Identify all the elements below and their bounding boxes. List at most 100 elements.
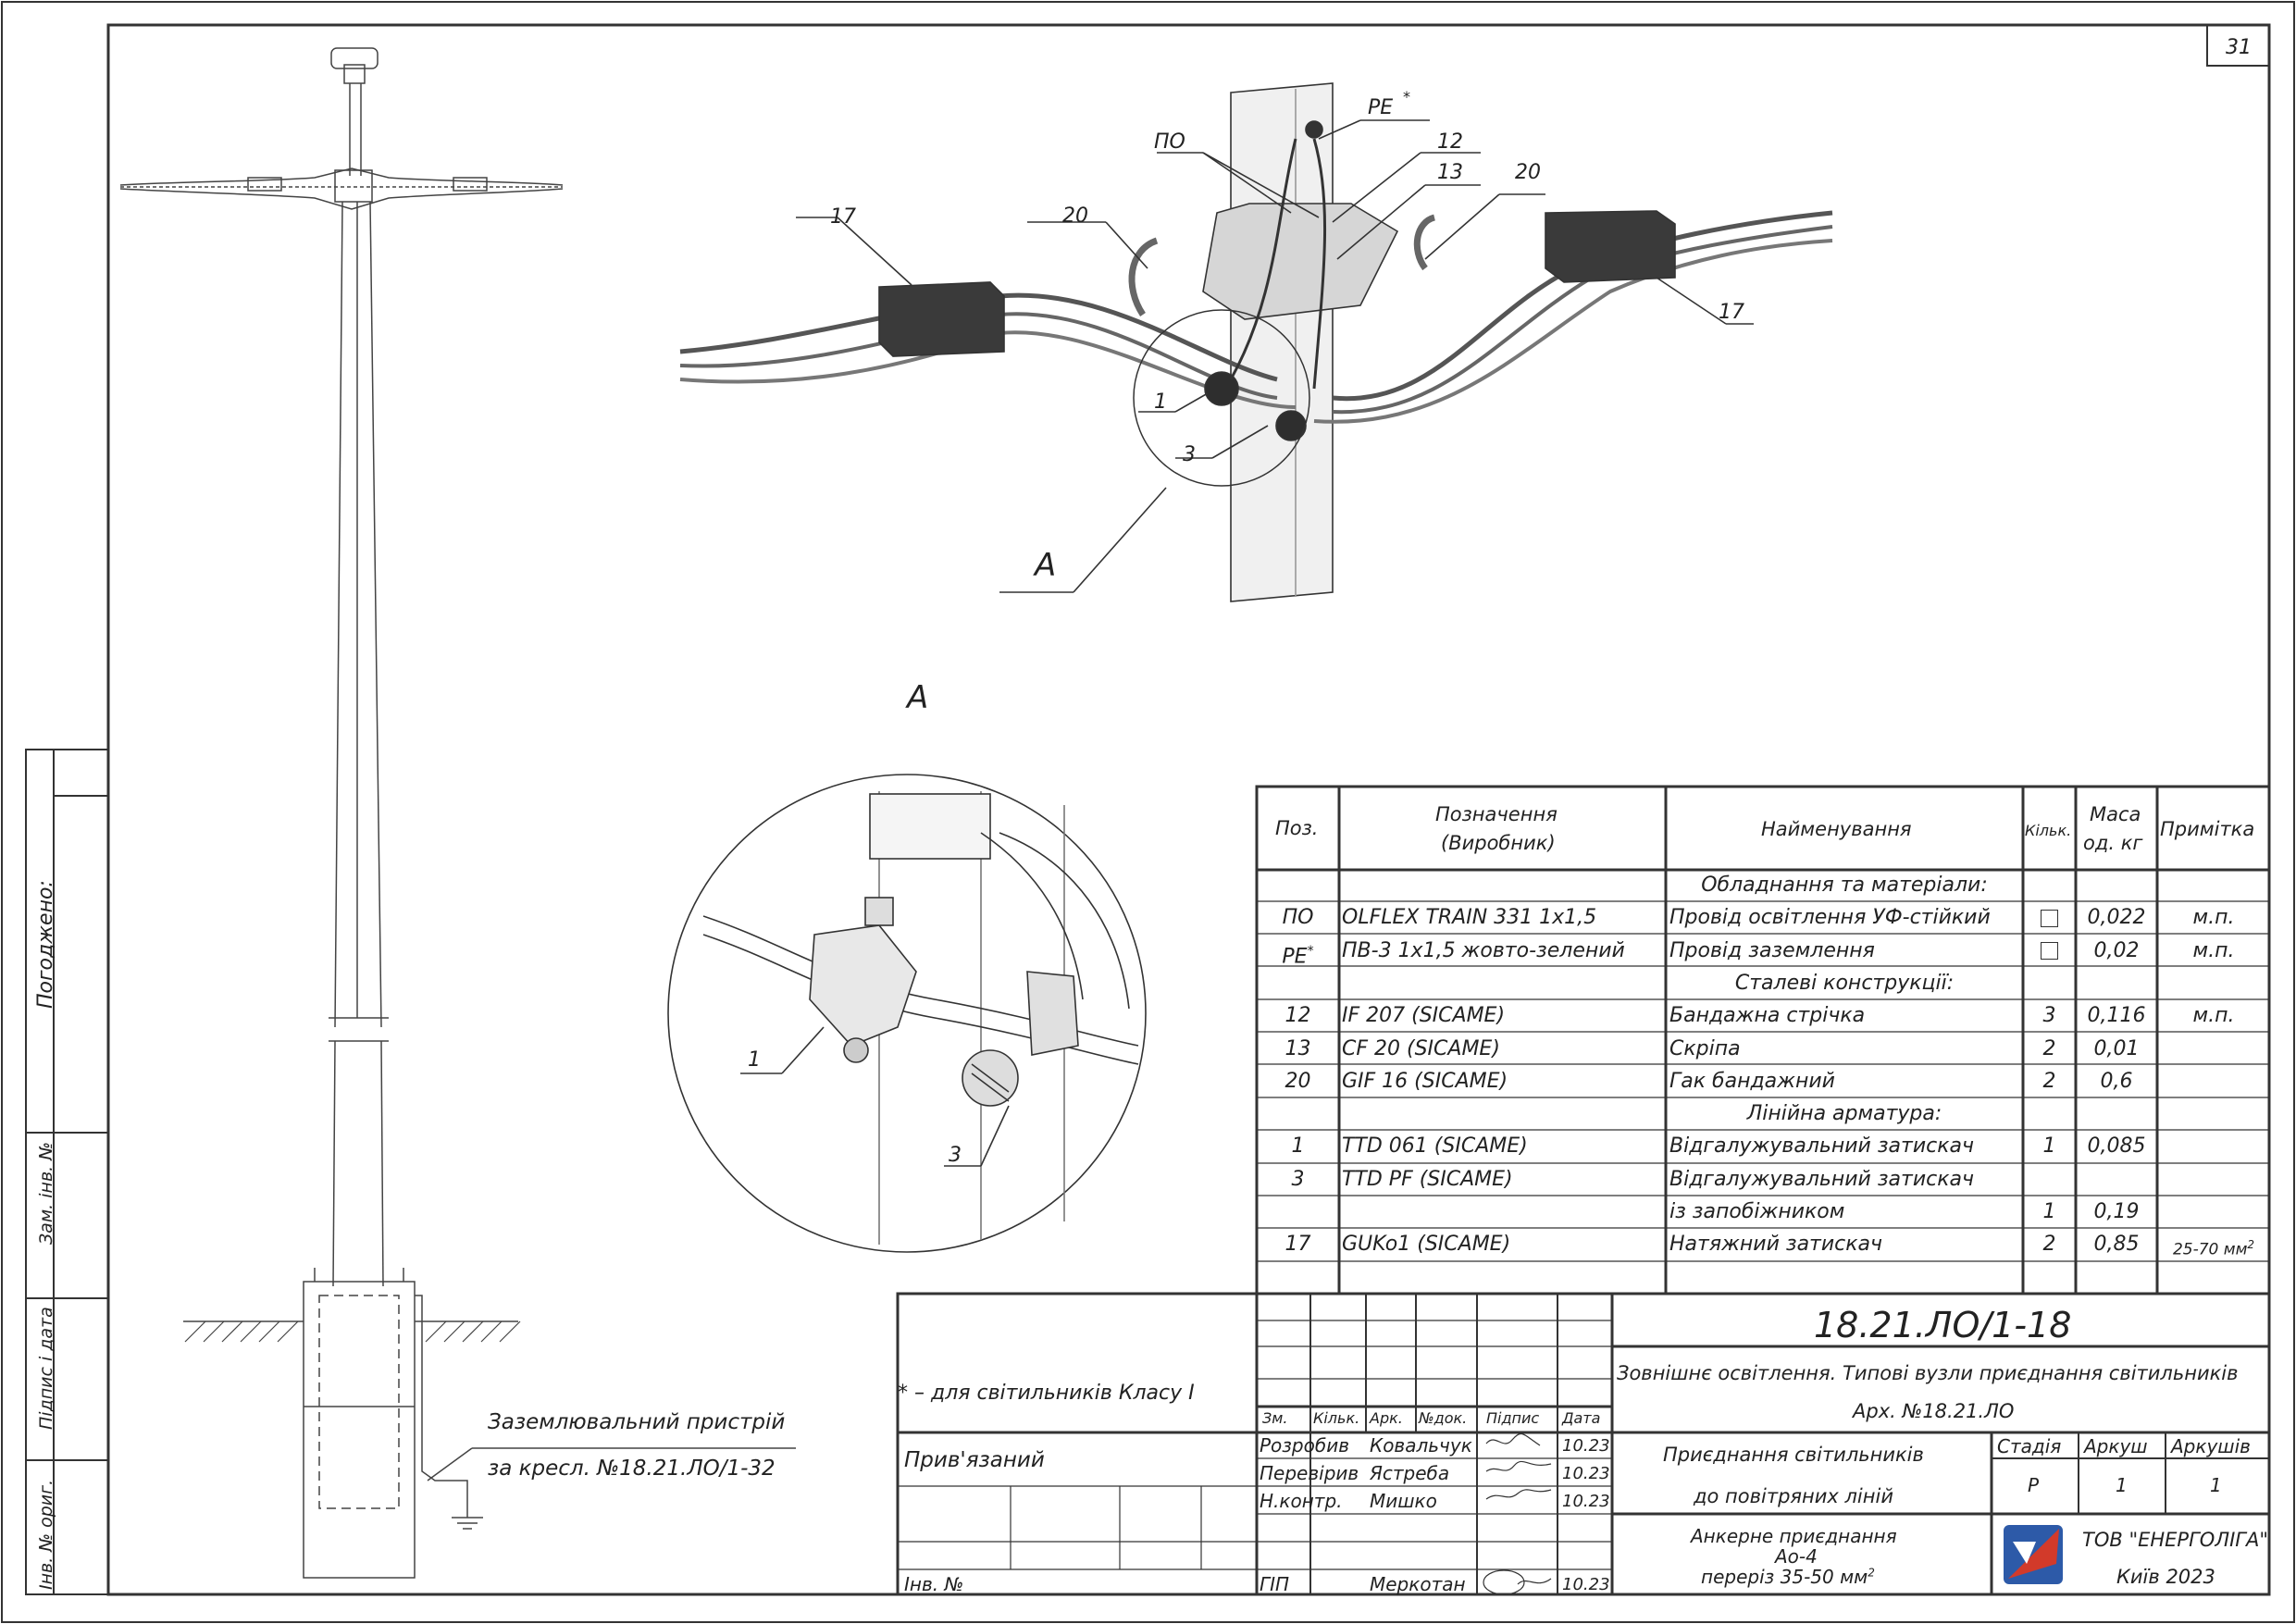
checkbox-square-icon <box>2041 942 2058 961</box>
spec-row-qty: 1 <box>2042 1134 2056 1159</box>
callout-12: 12 <box>1437 130 1463 154</box>
grounding-note-line1: Заземлювальний пристрій <box>488 1410 786 1434</box>
stage-label: Стадія <box>1997 1435 2062 1457</box>
archive-number: Арх. №18.21.ЛО <box>1853 1400 2015 1422</box>
spec-row-name: Відгалужувальний затискач <box>1669 1167 1974 1191</box>
spec-row-name: Скріпа <box>1669 1036 1741 1060</box>
name-developer: Ковальчук <box>1370 1434 1472 1457</box>
spec-row-designation: CF 20 (SICAME) <box>1342 1036 1500 1060</box>
sheets-label: Аркушів <box>2171 1435 2251 1457</box>
spec-header-qty: Кільк. <box>2025 822 2072 839</box>
sheet-name-line1: Приєднання світильників <box>1663 1444 1924 1466</box>
drawing-line3-sup: 2 <box>1868 1566 1875 1580</box>
tb-col-sheet: Арк. <box>1370 1409 1403 1427</box>
strip-inv-orig: Інв. № ориг. <box>36 1480 56 1590</box>
inner-frame <box>106 23 2271 1596</box>
role-checker: Перевірив <box>1260 1462 1359 1484</box>
spec-row-qty-checkbox <box>2023 936 2076 967</box>
callout-17-left: 17 <box>830 205 856 229</box>
pole-elevation <box>119 47 796 1579</box>
spec-row-pos: 13 <box>1285 1036 1311 1060</box>
spec-row-pos: 20 <box>1285 1069 1311 1093</box>
checkbox-square-icon <box>2041 909 2058 927</box>
spec-row-name: Бандажна стрічка <box>1669 1004 1866 1028</box>
callout-17-right: 17 <box>1719 301 1744 324</box>
spec-row-name: Гак бандажний <box>1669 1069 1835 1093</box>
spec-row-qty-checkbox <box>2023 902 2076 934</box>
spec-section-header: Лінійна арматура: <box>1746 1102 1942 1126</box>
spec-row-name: Відгалужувальний затискач <box>1669 1134 1974 1159</box>
spec-row-mass: 0,85 <box>2093 1233 2140 1257</box>
spec-row-qty: 2 <box>2042 1069 2056 1093</box>
spec-row-qty: 2 <box>2042 1036 2056 1060</box>
spec-row-note: м.п. <box>2192 906 2235 930</box>
callout-3: 3 <box>1183 443 1196 466</box>
detail-callout-1: 1 <box>748 1048 761 1072</box>
spec-table-grid <box>1255 785 2271 1295</box>
spec-row-note-text: 25-70 мм <box>2172 1240 2248 1259</box>
tb-col-qty: Кільк. <box>1313 1409 1360 1427</box>
spec-section-header: Обладнання та матеріали: <box>1701 874 1988 897</box>
name-norm-control: Мишко <box>1370 1490 1437 1512</box>
spec-row-name: Провід освітлення УФ-стійкий <box>1669 906 1991 930</box>
drawing-line2: Ао-4 <box>1775 1545 1818 1568</box>
spec-row-qty: 1 <box>2042 1200 2056 1223</box>
grounding-note-line2: за кресл. №18.21.ЛО/1-32 <box>488 1457 776 1481</box>
tb-col-change: Зм. <box>1262 1409 1288 1427</box>
sheet-name-line2: до повітряних ліній <box>1694 1485 1893 1507</box>
callout-13: 13 <box>1437 161 1463 184</box>
company-logo <box>2004 1525 2063 1584</box>
detail-callout-3: 3 <box>949 1144 962 1167</box>
callout-pe-star: * <box>1403 88 1410 105</box>
spec-row-pos: PE* <box>1257 936 1339 973</box>
title-block-grid <box>896 1292 2271 1596</box>
spec-row-designation: IF 207 (SICAME) <box>1342 1004 1506 1028</box>
spec-row-designation: OLFLEX TRAIN 331 1х1,5 <box>1342 906 1597 930</box>
view-callout-label: А <box>1033 547 1056 584</box>
spec-row-mass: 0,01 <box>2093 1036 2140 1060</box>
drawing-line3-text: переріз 35-50 мм <box>1701 1566 1868 1588</box>
spec-row-qty: 3 <box>2042 1004 2056 1028</box>
strip-sign-date: Підпис і дата <box>36 1307 56 1430</box>
date-chief-engineer: 10.23 <box>1562 1575 1610 1594</box>
date-norm-control: 10.23 <box>1562 1492 1610 1511</box>
isometric-view <box>679 82 1833 602</box>
spec-row-note-sup: 2 <box>2247 1238 2255 1252</box>
spec-row-pos-text: PE <box>1282 944 1308 968</box>
name-chief-engineer: Меркотан <box>1370 1573 1466 1595</box>
logo-mark <box>2013 1542 2036 1564</box>
callout-po: ПО <box>1154 130 1185 154</box>
spec-header-name: Найменування <box>1761 818 1912 840</box>
sheet-number: 31 <box>2226 36 2252 59</box>
spec-row-mass: 0,022 <box>2087 906 2146 930</box>
date-developer: 10.23 <box>1562 1436 1610 1456</box>
strip-inv-replace: Зам. інв. № <box>36 1142 56 1245</box>
left-strip-grid <box>25 749 109 1595</box>
role-norm-control: Н.контр. <box>1260 1490 1343 1512</box>
drawing-line3: переріз 35-50 мм2 <box>1701 1566 1875 1588</box>
city-year: Київ 2023 <box>2116 1566 2215 1588</box>
tb-col-signature: Підпис <box>1486 1409 1540 1427</box>
drawing-line1: Анкерне приєднання <box>1691 1525 1897 1547</box>
footnote: * – для світильників Класу І <box>898 1382 1195 1405</box>
spec-row-designation: TTD 061 (SICAME) <box>1342 1134 1528 1159</box>
project-title: Зовнішнє освітлення. Типові вузли приєдн… <box>1617 1362 2239 1384</box>
callout-20-left: 20 <box>1062 205 1088 228</box>
spec-row-name: із запобіжником <box>1669 1200 1845 1223</box>
spec-row-mass: 0,085 <box>2087 1134 2146 1159</box>
spec-row-designation: TTD PF (SICAME) <box>1342 1167 1513 1191</box>
date-checker: 10.23 <box>1562 1464 1610 1483</box>
signatures <box>1483 1432 1552 1595</box>
spec-row-mass: 0,19 <box>2093 1200 2140 1223</box>
spec-row-note: м.п. <box>2192 938 2235 962</box>
callout-pe: PE <box>1368 96 1393 119</box>
spec-header-designation: Позначення <box>1435 803 1558 825</box>
callout-20-right: 20 <box>1515 161 1541 184</box>
spec-row-mass: 0,6 <box>2100 1069 2133 1093</box>
spec-section-header: Сталеві конструкції: <box>1734 971 1955 995</box>
spec-header-mass: Маса <box>2090 803 2141 825</box>
spec-header-note: Примітка <box>2160 818 2255 840</box>
spec-row-name: Провід заземлення <box>1669 938 1875 962</box>
